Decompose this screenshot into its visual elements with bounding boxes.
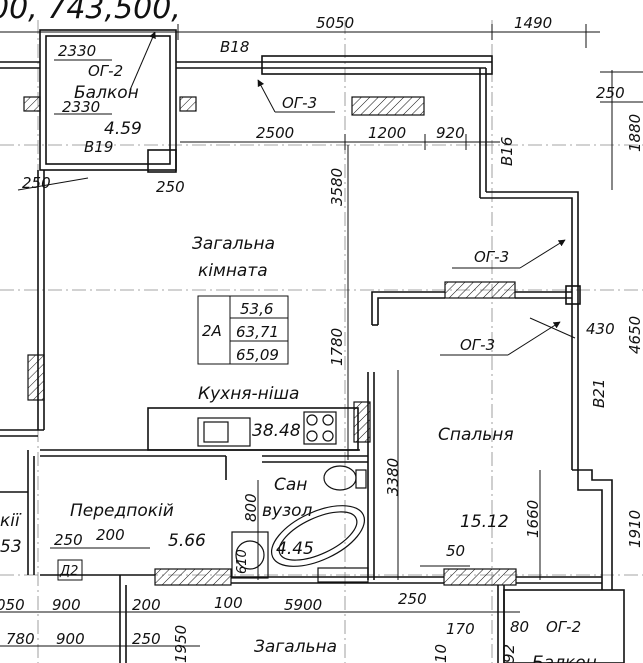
room-left-cut-2: 53	[0, 537, 22, 557]
dim-2330-b: 2330	[62, 98, 100, 116]
room-bath-line1: Сан	[274, 475, 307, 495]
kitchen-counter	[40, 401, 371, 480]
dim-780: 780	[6, 630, 35, 648]
dim-1950: 1950	[172, 625, 190, 663]
bottom-dimension-chain: 050 900 200 100 5900 250 780 900 250 170…	[0, 590, 581, 663]
dim-170: 170	[446, 620, 475, 638]
label-og3-c: ОГ-3	[460, 336, 495, 354]
room-living-bottom: Загальна	[254, 637, 337, 657]
dim-100: 100	[214, 594, 243, 612]
label-b19: В19	[84, 138, 113, 156]
dim-3580: 3580	[328, 168, 346, 206]
dim-200-b: 200	[132, 596, 161, 614]
room-bedroom: Спальня	[438, 425, 514, 445]
dim-1660: 1660	[524, 500, 542, 538]
label-b16: В16	[498, 137, 516, 166]
window-bedroom	[444, 281, 516, 299]
dim-250-a: 250	[22, 174, 51, 192]
label-b18: В18	[220, 38, 249, 56]
balcony-top: 2330 ОГ-2 Балкон 2330 4.59 В19 250 250	[17, 29, 197, 196]
dim-1910: 1910	[626, 510, 643, 548]
axis-grid	[0, 20, 643, 663]
dim-610: 610	[235, 549, 250, 574]
dim-250-c: 250	[398, 590, 427, 608]
dim-1200: 1200	[368, 124, 406, 142]
dim-250-b: 250	[156, 178, 185, 196]
label-og3-a: ОГ-3	[282, 94, 317, 112]
room-left-cut-1: кії	[0, 511, 22, 531]
inner-dimension-chain: 2500 1200 920	[180, 124, 500, 150]
label-d2: Д2	[59, 564, 78, 579]
room-living-line1: Загальна	[192, 234, 275, 254]
door-d2-box	[57, 559, 83, 581]
dim-50: 50	[446, 542, 465, 560]
room-living-line2: кімната	[198, 261, 268, 281]
dim-250-lower-left: 250	[54, 531, 83, 549]
room-balcony-bottom: Балкон	[532, 653, 597, 663]
dim-2330-a: 2330	[58, 42, 96, 60]
room-bath-line2: вузол	[262, 501, 313, 521]
area-table: 2А 53,6 63,71 65,09	[197, 295, 289, 365]
room-balcony: Балкон	[74, 83, 139, 103]
room-hall-area: 5.66	[168, 531, 206, 551]
label-og2-top: ОГ-2	[88, 62, 123, 80]
room-bedroom-area: 15.12	[460, 512, 509, 532]
dim-5050: 5050	[316, 14, 354, 32]
dim-3380: 3380	[384, 458, 402, 496]
label-og2-bottom: ОГ-2	[546, 618, 581, 636]
top-dimension-chain: 5050 1490	[0, 14, 643, 190]
dim-800: 800	[242, 493, 260, 522]
area-gross: 65,09	[236, 346, 279, 364]
dim-5900: 5900	[284, 596, 322, 614]
area-total: 63,71	[236, 323, 279, 341]
dim-1780: 1780	[328, 328, 346, 366]
room-hall: Передпокій	[70, 501, 174, 521]
dim-80: 80	[510, 618, 529, 636]
dim-900-b: 900	[56, 630, 85, 648]
dim-10: 10	[432, 644, 450, 663]
dim-900-a: 900	[52, 596, 81, 614]
room-kitchen-area: 38.48	[252, 421, 301, 441]
area-type: 2А	[202, 322, 222, 340]
room-kitchen: Кухня-ніша	[198, 384, 299, 404]
dim-1880: 1880	[626, 114, 643, 152]
dim-250-d: 250	[132, 630, 161, 648]
label-og3-b: ОГ-3	[474, 248, 509, 266]
label-b21: В21	[590, 379, 608, 408]
dim-250-right: 250	[596, 84, 625, 102]
room-bath-area: 4.45	[276, 539, 314, 559]
dim-4650: 4650	[626, 316, 643, 354]
dim-050: 050	[0, 596, 25, 614]
area-living: 53,6	[240, 300, 273, 318]
bathroom	[231, 455, 369, 583]
room-balcony-area: 4.59	[104, 119, 142, 139]
exterior-walls	[0, 55, 613, 590]
bottom-wall	[40, 568, 625, 663]
dim-92: 92	[500, 644, 518, 663]
window-top	[351, 96, 425, 116]
dim-920: 920	[436, 124, 465, 142]
dim-200-a: 200	[96, 526, 125, 544]
dim-430: 430	[586, 320, 615, 338]
header-partial-text: 00, 743,500,	[0, 0, 181, 26]
dim-2500: 2500	[256, 124, 294, 142]
dim-1490: 1490	[514, 14, 552, 32]
